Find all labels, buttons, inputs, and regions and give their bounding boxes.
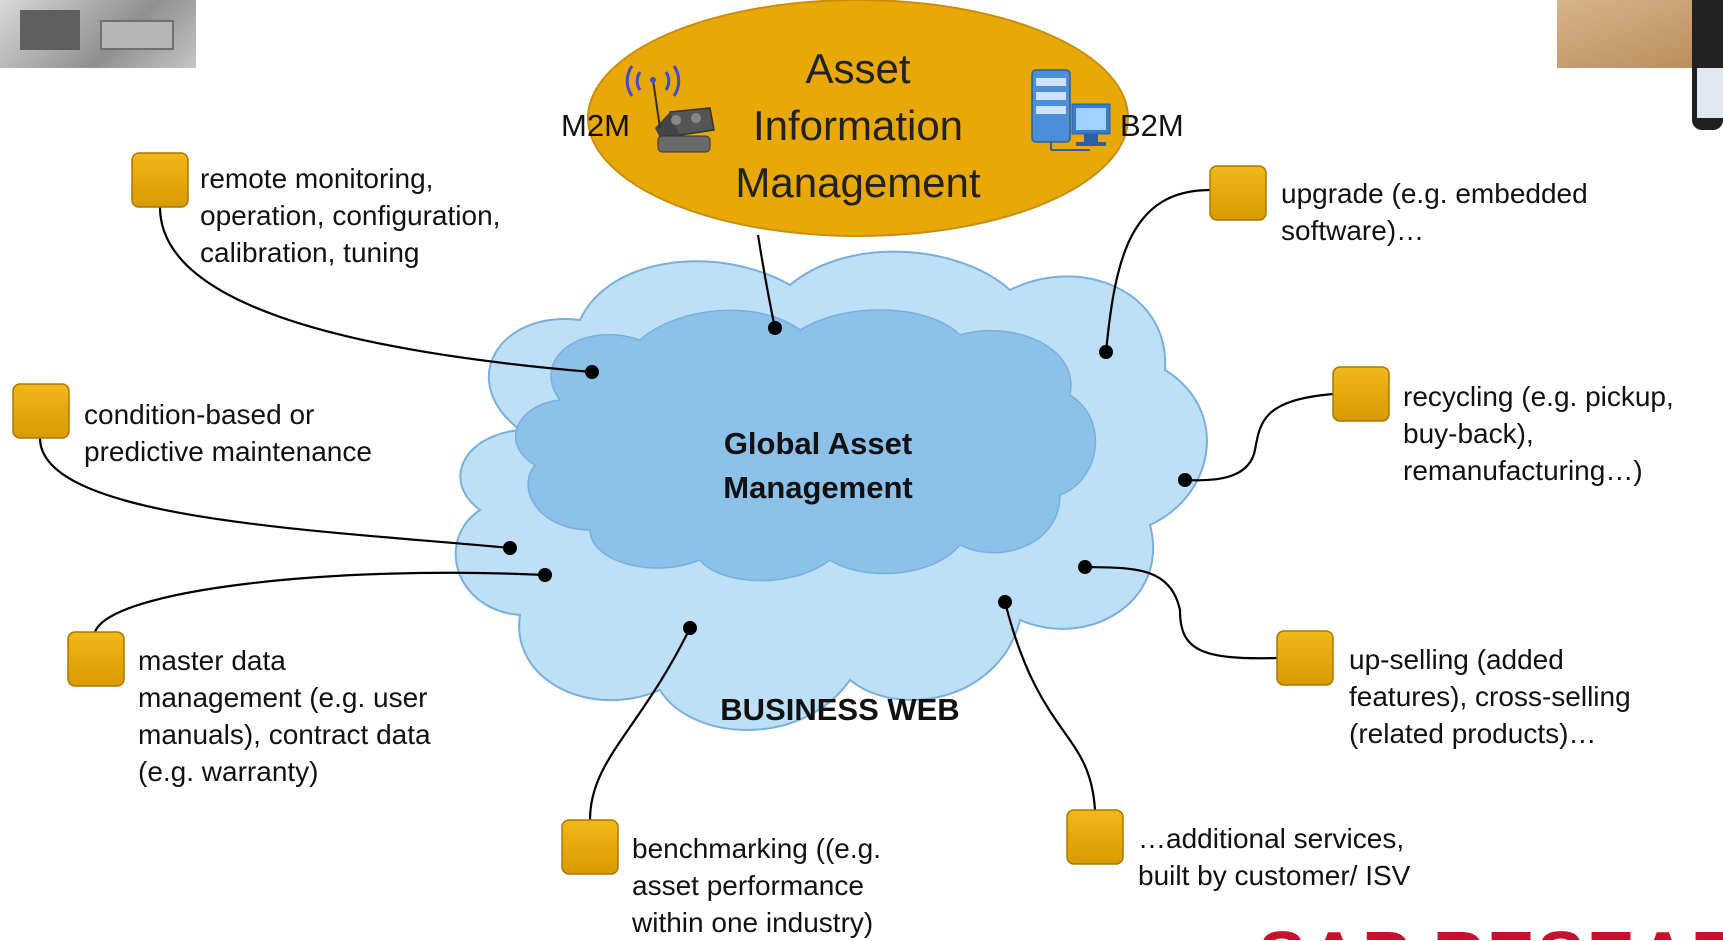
dot-aim: [768, 321, 782, 335]
connector-remote: [158, 206, 593, 374]
connector-additional: [1003, 601, 1097, 811]
server-computer-icon: [1031, 69, 1111, 151]
service-condition-line-1: condition-based or: [84, 399, 315, 430]
dot-masterdata: [538, 568, 552, 582]
dot-upselling: [1078, 560, 1092, 574]
aim-title-line-3: Management: [735, 159, 981, 206]
connectors: [38, 188, 1334, 821]
service-label-recycling: recycling (e.g. pickup, buy-back), reman…: [1403, 378, 1674, 489]
connector-recycling: [1184, 392, 1334, 482]
m2m-label: M2M: [561, 108, 630, 143]
service-masterdata-line-1: master data: [138, 645, 286, 676]
dot-benchmark: [683, 621, 697, 635]
sap-research-logo: SAP RESEARCH: [1258, 918, 1723, 940]
aim-title-line-1: Asset: [805, 45, 911, 92]
b2m-label: B2M: [1120, 108, 1184, 143]
connector-masterdata: [93, 571, 546, 633]
device-photo: [1557, 0, 1723, 68]
service-upselling-line-3: (related products)…: [1349, 718, 1597, 749]
service-label-remote: remote monitoring, operation, configurat…: [200, 160, 500, 271]
service-remote-line-2: operation, configuration,: [200, 200, 501, 231]
service-label-benchmark: benchmarking ((e.g. asset performance wi…: [632, 830, 881, 941]
node-upgrade: [1209, 165, 1267, 221]
dot-upgrade: [1099, 345, 1113, 359]
service-upgrade-line-1: upgrade (e.g. embedded: [1281, 178, 1588, 209]
service-recycling-line-2: buy-back),: [1403, 418, 1534, 449]
connector-upgrade: [1104, 188, 1211, 353]
connection-dots: [503, 321, 1192, 635]
service-upselling-line-1: up-selling (added: [1349, 644, 1564, 675]
service-recycling-line-1: recycling (e.g. pickup,: [1403, 381, 1674, 412]
cloud-title-line-2: Management: [723, 470, 913, 505]
node-additional: [1066, 809, 1124, 865]
connector-upselling: [1084, 565, 1278, 660]
service-condition-line-2: predictive maintenance: [84, 436, 372, 467]
service-label-masterdata: master data management (e.g. user manual…: [138, 642, 431, 790]
node-recycling: [1332, 366, 1390, 422]
service-label-condition: condition-based or predictive maintenanc…: [84, 396, 372, 470]
service-additional-line-1: …additional services,: [1138, 823, 1405, 854]
wireless-remote-icon: [625, 65, 715, 153]
global-asset-management-cloud: [515, 309, 1097, 582]
service-upgrade-line-2: software)…: [1281, 215, 1425, 246]
global-asset-management-title: Global Asset Management: [668, 422, 968, 510]
business-web-title: BUSINESS WEB: [720, 692, 960, 727]
service-masterdata-line-4: (e.g. warranty): [138, 756, 319, 787]
service-additional-line-2: built by customer/ ISV: [1138, 860, 1411, 891]
service-benchmark-line-3: within one industry): [632, 907, 874, 938]
node-condition: [12, 383, 70, 439]
dot-remote: [585, 365, 599, 379]
aim-title-line-2: Information: [752, 102, 964, 149]
service-masterdata-line-2: management (e.g. user: [138, 682, 428, 713]
connector-condition: [38, 437, 511, 550]
service-benchmark-line-1: benchmarking ((e.g.: [632, 833, 882, 864]
service-label-upgrade: upgrade (e.g. embedded software)…: [1281, 175, 1588, 249]
device-photo-edge: [1692, 68, 1723, 130]
connector-benchmark: [588, 627, 691, 821]
node-masterdata: [67, 631, 125, 687]
service-recycling-line-3: remanufacturing…): [1403, 455, 1643, 486]
service-upselling-line-2: features), cross-selling: [1349, 681, 1631, 712]
service-remote-line-3: calibration, tuning: [200, 237, 420, 268]
node-upselling: [1276, 630, 1334, 686]
dot-recycling: [1178, 473, 1192, 487]
dot-condition: [503, 541, 517, 555]
service-benchmark-line-2: asset performance: [632, 870, 864, 901]
service-label-upselling: up-selling (added features), cross-selli…: [1349, 641, 1631, 752]
asset-information-management-ellipse: [587, 0, 1129, 237]
machine-photo: [0, 0, 196, 68]
node-remote: [131, 152, 189, 208]
cloud-title-line-1: Global Asset: [723, 426, 913, 461]
service-label-additional: …additional services, built by customer/…: [1138, 820, 1410, 894]
aim-title: Asset Information Management: [698, 40, 1018, 211]
node-benchmark: [561, 819, 619, 875]
dot-additional: [998, 595, 1012, 609]
service-masterdata-line-3: manuals), contract data: [138, 719, 431, 750]
connector-aim: [756, 234, 777, 329]
service-remote-line-1: remote monitoring,: [200, 163, 434, 194]
